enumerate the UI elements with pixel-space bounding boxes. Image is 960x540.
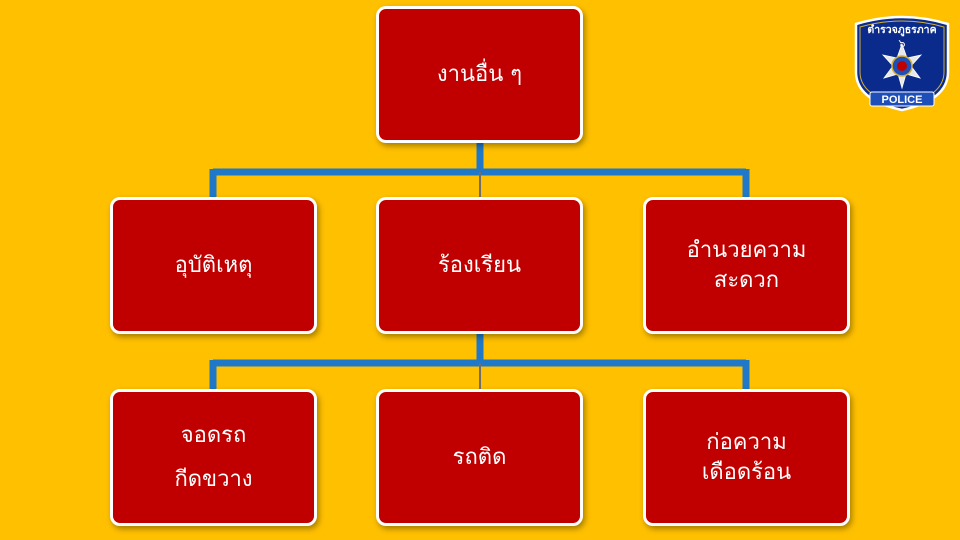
- badge-inner-border: [859, 20, 945, 107]
- node-complaint: ร้องเรียน: [376, 197, 583, 334]
- node-convenience: อำนวยความ สะดวก: [643, 197, 850, 334]
- node-blocking-parking: จอดรถ กีดขวาง: [110, 389, 317, 526]
- police-badge-logo: ตำรวจภูธรภาค ๖ POLICE: [854, 15, 950, 112]
- node-disturbance: ก่อความ เดือดร้อน: [643, 389, 850, 526]
- node-label-line-1: จอดรถ: [180, 422, 247, 448]
- badge-top-text: ตำรวจภูธรภาค: [867, 24, 936, 37]
- node-other-work: งานอื่น ๆ: [376, 6, 583, 143]
- node-label: งานอื่น ๆ: [436, 61, 523, 87]
- badge-ribbon: [869, 91, 935, 107]
- node-label-line-1: อำนวยความ: [686, 237, 807, 263]
- node-label: รถติด: [452, 444, 507, 470]
- node-traffic-jam: รถติด: [376, 389, 583, 526]
- node-label-line-2: สะดวก: [713, 267, 780, 293]
- badge-bottom-text: POLICE: [882, 94, 923, 106]
- node-label-line-1: ก่อความ: [706, 429, 787, 455]
- node-label-line-2: เดือดร้อน: [701, 459, 792, 485]
- node-label: ร้องเรียน: [437, 252, 522, 278]
- star-emblem-icon: [881, 42, 923, 90]
- node-accident: อุบัติเหตุ: [110, 197, 317, 334]
- node-label: อุบัติเหตุ: [174, 252, 253, 278]
- node-label-line-2: กีดขวาง: [174, 466, 253, 492]
